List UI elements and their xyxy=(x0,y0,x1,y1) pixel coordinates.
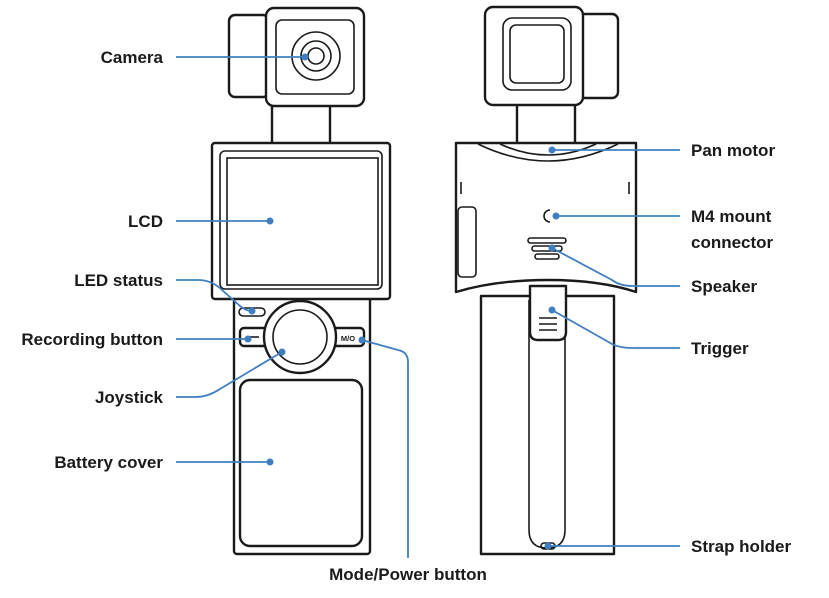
leader-dot-trigger xyxy=(548,306,556,314)
label-mode-power-button: Mode/Power button xyxy=(329,565,487,584)
leader-joystick xyxy=(176,351,283,398)
leader-mode-power-button xyxy=(361,339,409,558)
label-recording-button: Recording button xyxy=(21,330,163,349)
leader-dot-strap-holder xyxy=(544,542,552,550)
back-neck xyxy=(515,98,577,148)
camera-lens-outer xyxy=(291,31,341,81)
labels: Camera LCD LED status Recording button J… xyxy=(21,48,791,584)
label-battery-cover: Battery cover xyxy=(54,453,163,472)
speaker-slot-1 xyxy=(527,237,567,244)
front-neck xyxy=(270,100,332,148)
label-m4-mount-line1: M4 mount xyxy=(691,207,772,226)
label-speaker: Speaker xyxy=(691,277,758,296)
leader-dot-speaker xyxy=(548,244,556,252)
camera-side-motor xyxy=(227,13,271,99)
speaker-slot-3 xyxy=(534,253,560,260)
front-view: M/O xyxy=(210,6,392,556)
leader-dot-mode-power-button xyxy=(358,336,366,344)
label-strap-holder: Strap holder xyxy=(691,537,792,556)
pan-motor-arc-inner xyxy=(499,143,597,156)
label-trigger: Trigger xyxy=(691,339,749,358)
side-clip xyxy=(457,206,477,278)
joystick-ring xyxy=(262,299,338,375)
back-view xyxy=(454,5,638,556)
lcd-bezel xyxy=(219,150,383,290)
label-lcd: LCD xyxy=(128,212,163,231)
joystick-knob xyxy=(272,309,328,365)
m4-mount-connector xyxy=(543,209,551,223)
mode-button-text: M/O xyxy=(341,334,355,343)
leader-dot-camera xyxy=(301,53,309,61)
label-joystick: Joystick xyxy=(95,388,164,407)
back-upper-body xyxy=(454,141,638,294)
label-pan-motor: Pan motor xyxy=(691,141,775,160)
speaker-slot-2 xyxy=(531,245,563,252)
label-led-status: LED status xyxy=(74,271,163,290)
leader-dot-m4-mount xyxy=(552,212,560,220)
leader-dot-lcd xyxy=(266,217,274,225)
leader-dot-pan-motor xyxy=(548,146,556,154)
leader-led-status xyxy=(176,279,253,312)
leader-dot-recording-button xyxy=(244,335,252,343)
label-camera: Camera xyxy=(101,48,164,67)
battery-cover xyxy=(238,378,364,548)
trigger xyxy=(528,284,568,342)
leader-speaker xyxy=(551,247,680,287)
back-camera-face-inner xyxy=(509,24,565,84)
leader-dot-battery-cover xyxy=(266,458,274,466)
leader-trigger xyxy=(551,309,680,349)
back-handle xyxy=(479,294,616,556)
leader-dot-led-status xyxy=(248,307,256,315)
camera-lens-mid xyxy=(300,40,332,72)
back-camera-face-outer xyxy=(502,17,572,91)
leader-dot-joystick xyxy=(278,348,286,356)
leader-lines xyxy=(176,53,680,558)
label-m4-mount-line2: connector xyxy=(691,233,774,252)
